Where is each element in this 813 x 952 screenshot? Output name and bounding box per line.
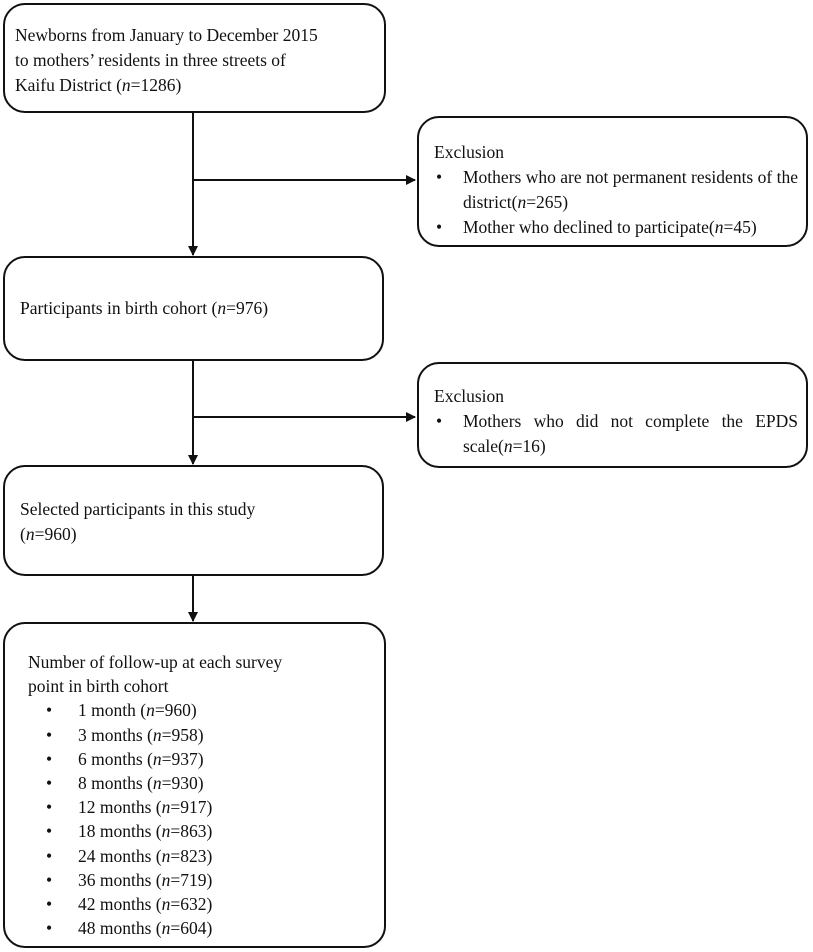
followup-list: 1 month (n=960) 3 months (n=958) 6 month… bbox=[28, 698, 384, 940]
n-symbol: n bbox=[161, 797, 171, 818]
followup-item-label: 8 months ( bbox=[78, 773, 153, 794]
followup-item-label: 12 months ( bbox=[78, 797, 162, 818]
exclusion-item: Mother who declined to participate(n=45) bbox=[434, 215, 798, 240]
n-symbol: n bbox=[152, 724, 162, 745]
exclusion-item-count: =16) bbox=[512, 436, 546, 456]
exclusion-title: Exclusion bbox=[434, 142, 504, 162]
newborns-count: =1286) bbox=[130, 75, 182, 95]
followup-item: 3 months (n=958) bbox=[28, 723, 384, 747]
followup-item-label: 42 months ( bbox=[78, 894, 162, 915]
newborns-box: Newborns from January to December 2015 t… bbox=[3, 3, 386, 113]
followup-item: 18 months (n=863) bbox=[28, 819, 384, 843]
participants-count: =976) bbox=[226, 298, 269, 318]
followup-item-count: =823) bbox=[170, 845, 213, 866]
followup-item-count: =719) bbox=[170, 869, 213, 890]
followup-item-label: 24 months ( bbox=[78, 845, 162, 866]
n-symbol: n bbox=[161, 918, 171, 939]
followup-box: Number of follow-up at each survey point… bbox=[3, 622, 386, 948]
n-symbol: n bbox=[503, 436, 513, 456]
followup-item-label: 1 month ( bbox=[78, 700, 147, 721]
n-symbol: n bbox=[714, 217, 724, 237]
followup-item: 48 months (n=604) bbox=[28, 916, 384, 940]
exclusion-item-text: Mothers who are not permanent residents … bbox=[463, 167, 798, 212]
followup-title-line-2: point in birth cohort bbox=[28, 676, 169, 697]
n-symbol: n bbox=[517, 192, 527, 212]
selected-line-1: Selected participants in this study bbox=[20, 499, 256, 519]
followup-item-label: 48 months ( bbox=[78, 918, 162, 939]
paren-open: ( bbox=[20, 524, 26, 544]
followup-item-count: =937) bbox=[161, 748, 204, 769]
newborns-line-1: Newborns from January to December 2015 bbox=[15, 25, 318, 45]
followup-item-count: =930) bbox=[161, 773, 204, 794]
followup-item-label: 36 months ( bbox=[78, 869, 162, 890]
newborns-line-2: to mothers’ residents in three streets o… bbox=[15, 50, 286, 70]
followup-item-count: =863) bbox=[170, 821, 213, 842]
n-symbol: n bbox=[161, 869, 171, 890]
n-symbol: n bbox=[146, 700, 155, 721]
followup-item: 8 months (n=930) bbox=[28, 771, 384, 795]
selected-line-2: (n=960) bbox=[20, 522, 382, 547]
n-symbol: n bbox=[152, 773, 162, 794]
selected-count: =960) bbox=[34, 524, 77, 544]
followup-item-count: =958) bbox=[161, 724, 204, 745]
followup-item: 24 months (n=823) bbox=[28, 844, 384, 868]
exclusion-item-count: =265) bbox=[526, 192, 569, 212]
exclusion-item: Mothers who are not permanent residents … bbox=[434, 165, 798, 215]
exclusion-item-count: =45) bbox=[723, 217, 757, 237]
n-symbol: n bbox=[217, 298, 227, 318]
n-symbol: n bbox=[161, 894, 171, 915]
followup-item-count: =604) bbox=[170, 918, 213, 939]
exclusion-box-2: Exclusion Mothers who did not complete t… bbox=[417, 362, 808, 468]
followup-item: 42 months (n=632) bbox=[28, 892, 384, 916]
n-symbol: n bbox=[152, 748, 162, 769]
followup-item: 1 month (n=960) bbox=[28, 698, 384, 722]
n-symbol: n bbox=[25, 524, 35, 544]
exclusion-item-text: Mothers who did not complete the EPDS sc… bbox=[463, 411, 798, 456]
exclusion-box-1: Exclusion Mothers who are not permanent … bbox=[417, 116, 808, 247]
n-symbol: n bbox=[161, 821, 171, 842]
exclusion-list: Mothers who are not permanent residents … bbox=[434, 165, 798, 240]
followup-item: 36 months (n=719) bbox=[28, 868, 384, 892]
newborns-line-3: Kaifu District (n=1286) bbox=[15, 73, 384, 98]
followup-item-count: =960) bbox=[154, 700, 197, 721]
followup-item: 12 months (n=917) bbox=[28, 795, 384, 819]
participants-box: Participants in birth cohort (n=976) bbox=[3, 256, 384, 361]
followup-title-line-1: Number of follow-up at each survey bbox=[28, 652, 283, 672]
exclusion-title: Exclusion bbox=[434, 386, 504, 406]
participants-label: Participants in birth cohort ( bbox=[20, 298, 218, 318]
exclusion-item-text: Mother who declined to participate( bbox=[463, 217, 715, 237]
followup-item-label: 18 months ( bbox=[78, 821, 162, 842]
participants-text: Participants in birth cohort (n=976) bbox=[20, 296, 382, 321]
exclusion-list: Mothers who did not complete the EPDS sc… bbox=[434, 409, 798, 459]
selected-participants-box: Selected participants in this study (n=9… bbox=[3, 465, 384, 576]
n-symbol: n bbox=[121, 75, 131, 95]
followup-item-label: 3 months ( bbox=[78, 724, 153, 745]
exclusion-item: Mothers who did not complete the EPDS sc… bbox=[434, 409, 798, 459]
newborns-line-3-text: Kaifu District ( bbox=[15, 75, 122, 95]
followup-item: 6 months (n=937) bbox=[28, 747, 384, 771]
n-symbol: n bbox=[161, 845, 171, 866]
followup-item-count: =917) bbox=[170, 797, 213, 818]
followup-item-label: 6 months ( bbox=[78, 748, 153, 769]
followup-item-count: =632) bbox=[170, 894, 213, 915]
